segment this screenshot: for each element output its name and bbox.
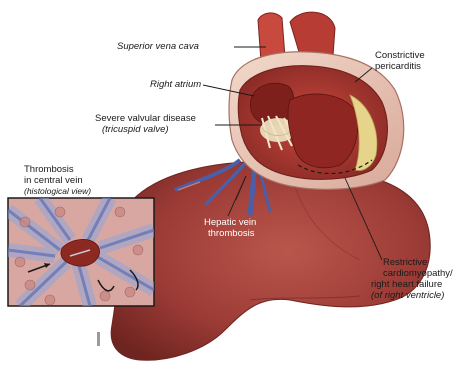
label-valvular-sub: (tricuspid valve): [102, 124, 169, 135]
heart: [229, 12, 404, 189]
label-restrictive-line3: right heart failure: [371, 279, 442, 290]
label-superior-vena-cava: Superior vena cava: [117, 41, 199, 52]
label-restrictive-line2: cardiomyopathy/: [383, 268, 453, 279]
label-valvular-disease: Severe valvular disease: [95, 113, 196, 124]
label-right-atrium: Right atrium: [150, 79, 201, 90]
label-restrictive-line1: Restrictive: [383, 257, 427, 268]
label-thrombosis-sub: (histological view): [24, 186, 91, 196]
credit-mark: [97, 332, 100, 346]
label-constrictive-line2: pericarditis: [375, 61, 421, 72]
label-constrictive-line1: Constrictive: [375, 50, 425, 61]
label-thrombosis-line2: in central vein: [24, 175, 83, 186]
histology-inset: [8, 198, 154, 306]
label-restrictive-sub: (of right ventricle): [371, 290, 444, 301]
label-thrombosis-line1: Thrombosis: [24, 164, 74, 175]
label-hepatic-line2: thrombosis: [208, 228, 254, 239]
label-hepatic-line1: Hepatic vein: [204, 217, 256, 228]
